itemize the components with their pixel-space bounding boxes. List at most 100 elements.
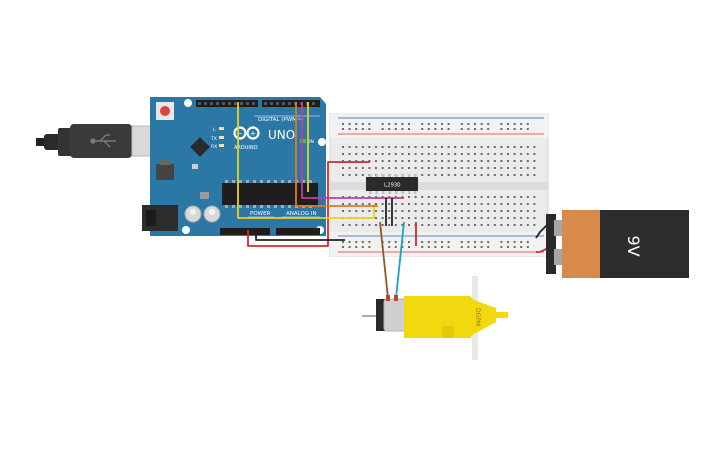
breadboard-hole (520, 167, 523, 169)
breadboard-hole (368, 167, 371, 169)
breadboard-hole (520, 224, 523, 226)
breadboard-hole (480, 210, 483, 212)
usb-plug-grip (58, 128, 72, 156)
wire-battery-black[interactable] (535, 223, 549, 239)
wire-ground[interactable] (255, 230, 345, 241)
breadboard-hole (401, 224, 404, 226)
breadboard-hole (394, 210, 397, 212)
breadboard-hole (533, 174, 536, 176)
breadboard-hole (447, 246, 450, 248)
breadboard-hole (401, 123, 404, 125)
usb-cable-strain-relief (44, 134, 60, 150)
svg-text:+: + (250, 130, 256, 138)
breadboard-hole (513, 241, 516, 243)
wire-battery-red[interactable] (536, 247, 549, 253)
breadboard-hole (454, 146, 457, 148)
breadboard-hole (460, 210, 463, 212)
breadboard-hole (493, 217, 496, 219)
breadboard-hole (355, 241, 358, 243)
breadboard-hole (441, 153, 443, 155)
breadboard-hole (394, 224, 397, 226)
breadboard-hole (487, 210, 490, 212)
breadboard-hole (434, 167, 437, 169)
wire-motor-brown[interactable] (379, 221, 389, 299)
arduino-board[interactable]: DIGITAL (PWM~) L TX RX − + ARDUINO UNO O… (142, 97, 326, 236)
breadboard-hole (493, 203, 496, 205)
breadboard-hole (493, 153, 496, 155)
breadboard-hole (368, 203, 371, 205)
breadboard-hole (408, 123, 410, 125)
breadboard-hole (381, 153, 384, 155)
breadboard-hole (441, 167, 443, 169)
breadboard-hole (414, 203, 417, 205)
breadboard-hole (388, 203, 391, 205)
breadboard-hole (427, 167, 430, 169)
breadboard-hole (441, 241, 443, 243)
breadboard-hole (507, 174, 509, 176)
breadboard-hole (533, 167, 536, 169)
breadboard-hole (355, 153, 358, 155)
breadboard-hole (394, 196, 397, 198)
arduino-logo (233, 126, 260, 140)
wire-orange[interactable] (295, 102, 378, 207)
breadboard-hole (394, 241, 397, 243)
breadboard-hole (467, 174, 470, 176)
breadboard-hole (526, 146, 529, 148)
breadboard-hole (342, 210, 344, 212)
breadboard-hole (460, 167, 463, 169)
breadboard-hole (368, 241, 371, 243)
breadboard-hole (500, 153, 503, 155)
breadboard-hole (520, 217, 523, 219)
breadboard-hole (526, 174, 529, 176)
wire-motor-cyan[interactable] (395, 221, 405, 299)
breadboard-hole (401, 203, 404, 205)
breadboard-hole (394, 123, 397, 125)
l-led (219, 127, 224, 130)
breadboard-hole (348, 174, 351, 176)
breadboard-hole (375, 160, 377, 162)
wire-5v[interactable] (247, 161, 370, 247)
breadboard-hole (348, 203, 351, 205)
breadboard-hole (427, 128, 430, 130)
breadboard-hole (434, 128, 437, 130)
breadboard-hole (434, 210, 437, 212)
breadboard-hole (394, 203, 397, 205)
breadboard-hole (381, 167, 384, 169)
rx-led-label: RX (211, 144, 217, 150)
breadboard-hole (388, 196, 391, 198)
breadboard-hole (441, 123, 443, 125)
breadboard-hole (460, 174, 463, 176)
breadboard-hole (487, 241, 490, 243)
breadboard-hole (487, 153, 490, 155)
breadboard-hole (480, 196, 483, 198)
breadboard-hole (500, 224, 503, 226)
breadboard-hole (421, 246, 424, 248)
breadboard-hole (467, 153, 470, 155)
breadboard[interactable] (329, 113, 549, 257)
breadboard-hole (427, 217, 430, 219)
battery-9v[interactable]: 9V (546, 210, 689, 278)
breadboard-hole (487, 128, 490, 130)
breadboard-hole (375, 203, 377, 205)
breadboard-hole (447, 196, 450, 198)
breadboard-hole (460, 246, 463, 248)
breadboard-hole (507, 203, 509, 205)
breadboard-hole (487, 174, 490, 176)
breadboard-hole (355, 203, 358, 205)
on-led (300, 139, 306, 143)
breadboard-hole (375, 210, 377, 212)
l293d-chip[interactable]: L293D (366, 174, 418, 194)
breadboard-hole (454, 160, 457, 162)
breadboard-hole (434, 146, 437, 148)
wire-magenta[interactable] (301, 102, 404, 199)
breadboard-hole (421, 210, 424, 212)
breadboard-hole (355, 128, 358, 130)
breadboard-hole (507, 128, 509, 130)
breadboard-hole (487, 196, 490, 198)
dc-motor[interactable]: DGPM (362, 276, 508, 360)
breadboard-hole (513, 174, 516, 176)
breadboard-hole (493, 224, 496, 226)
wire-yellow[interactable] (237, 102, 375, 219)
breadboard-hole (447, 241, 450, 243)
